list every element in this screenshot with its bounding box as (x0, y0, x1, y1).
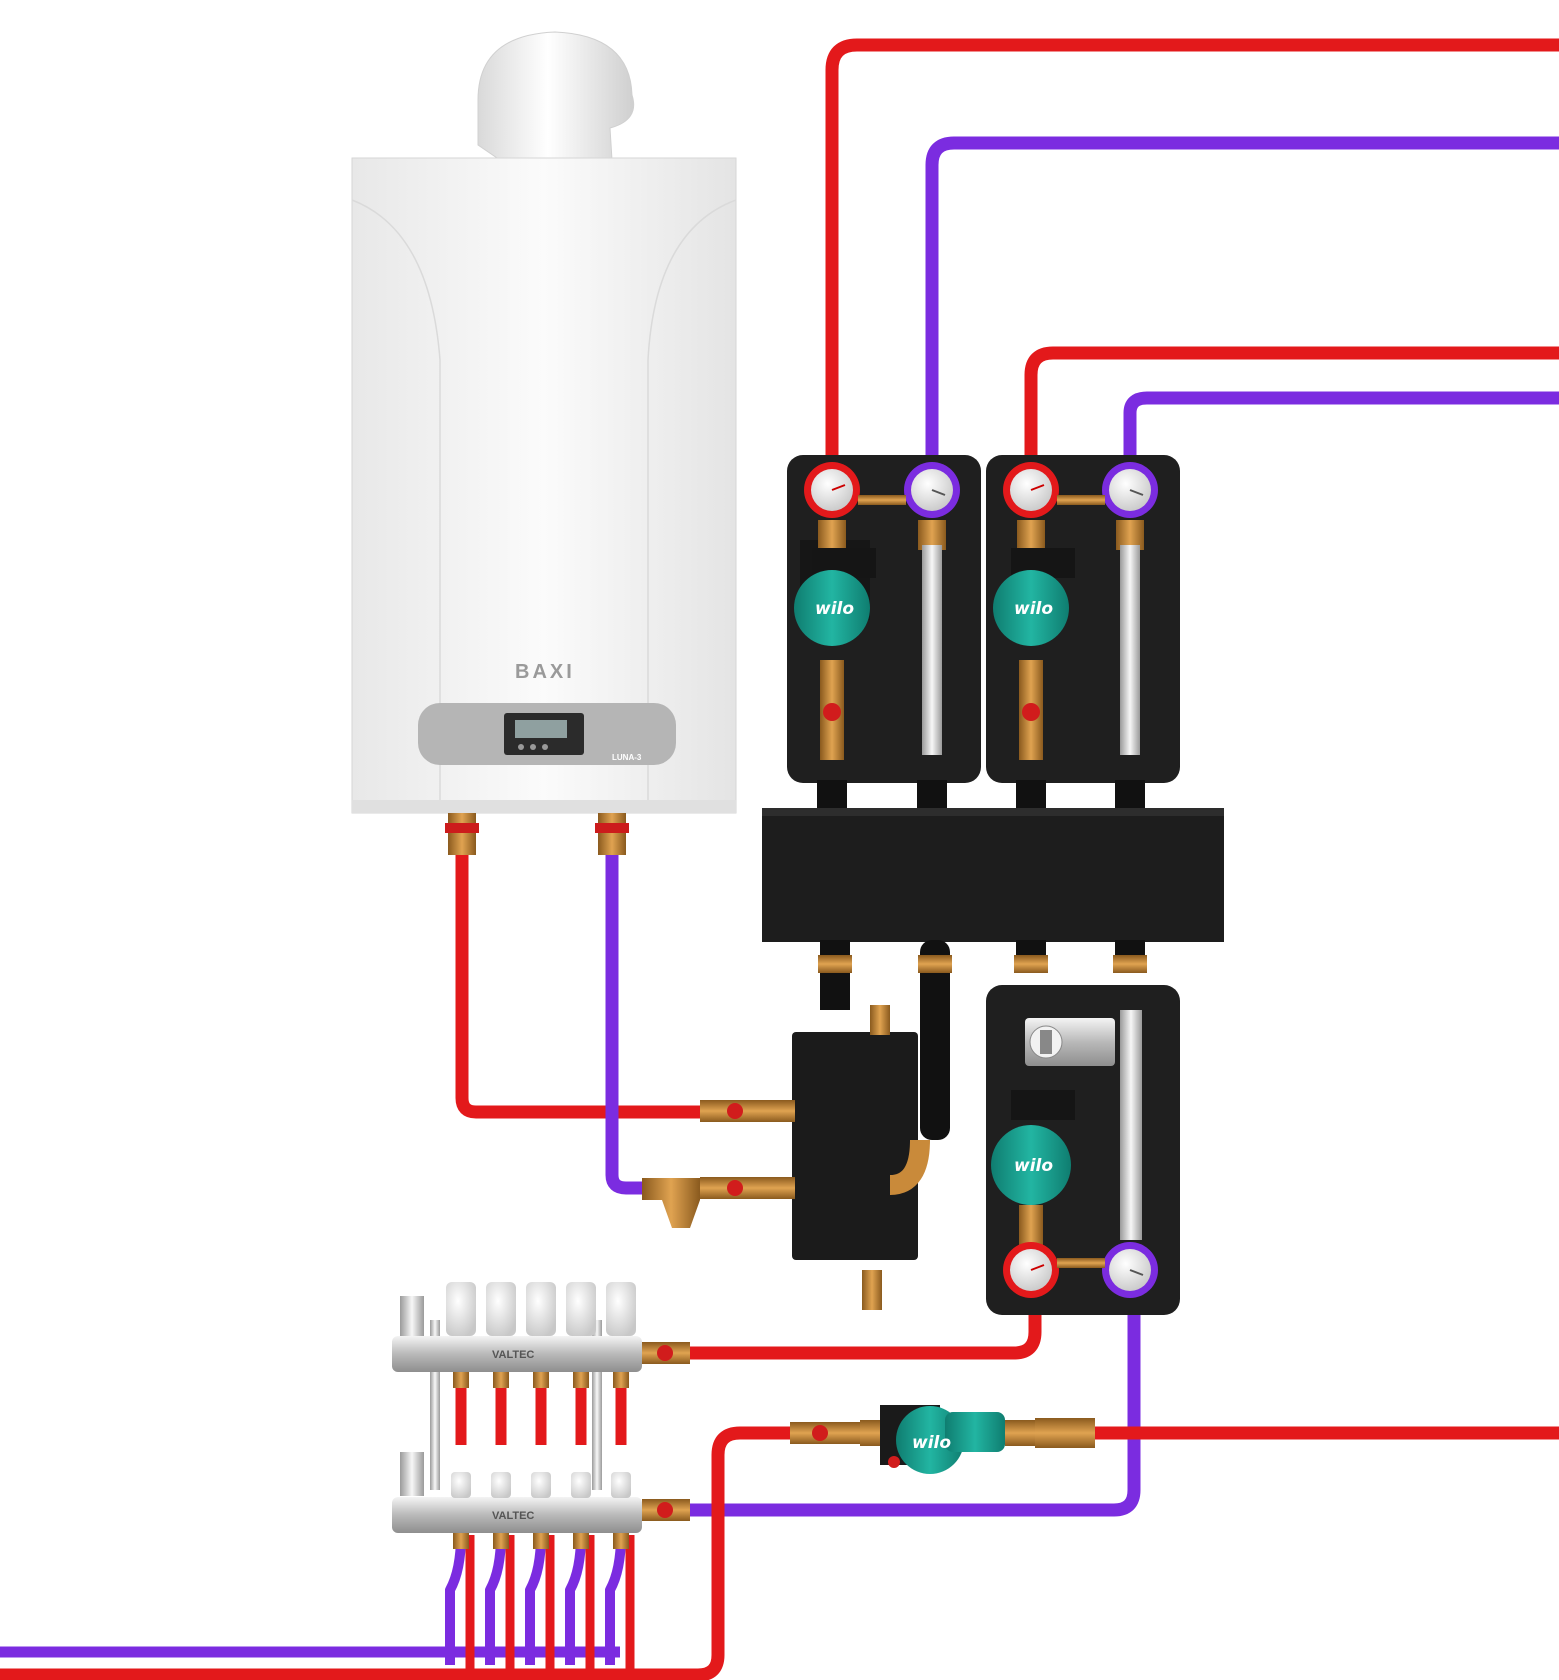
pump-group-zone1: wilo (787, 455, 981, 808)
boiler-button-2[interactable] (530, 744, 536, 750)
pump-brand-label: wilo (815, 599, 854, 619)
pressure-gauge-icon (1003, 462, 1059, 518)
boiler-supply-valve[interactable] (445, 813, 479, 855)
return-pipe-zone2 (1123, 391, 1559, 470)
boiler-return-valve[interactable] (595, 813, 629, 855)
hydraulic-separator-icon (642, 940, 952, 1310)
pump-icon: wilo (794, 548, 876, 646)
pump-brand-label: wilo (1014, 1156, 1053, 1176)
pump-icon: wilo (993, 548, 1075, 646)
manifold-return-outlets (445, 1534, 626, 1665)
ball-valve-icon[interactable] (1019, 660, 1043, 760)
pressure-gauge-icon (1102, 1242, 1158, 1298)
supply-pipe-zone1 (825, 38, 1559, 470)
pump-icon: wilo (991, 1090, 1075, 1205)
return-pipe-zone1 (925, 136, 1559, 470)
boiler-button-1[interactable] (518, 744, 524, 750)
supply-pipe-zone2 (1024, 346, 1559, 470)
manifold-return-drops-red (465, 1535, 635, 1670)
manifold-return-pipe (690, 1290, 1141, 1517)
ball-valve-icon[interactable] (820, 660, 844, 760)
manifold-supply-pipe (680, 1300, 1042, 1360)
pump-icon: wilo (880, 1405, 1005, 1474)
manifold-return-outlet-valve[interactable] (642, 1499, 690, 1521)
strainer-icon (642, 1178, 700, 1228)
boiler-return-pipe (605, 850, 670, 1195)
pressure-gauge-icon (1003, 1242, 1059, 1298)
boiler-model: LUNA-3 (612, 753, 642, 762)
boiler-supply-pipe (455, 850, 720, 1119)
manifold-brand-lower: VALTEC (492, 1510, 534, 1522)
pump-brand-label: wilo (1014, 599, 1053, 619)
boiler-button-3[interactable] (542, 744, 548, 750)
separator-supply-fittings[interactable] (700, 1100, 795, 1122)
ball-valve-icon[interactable] (790, 1422, 860, 1444)
pump-group-zone2: wilo (986, 455, 1180, 808)
boiler-brand: BAXI (515, 661, 575, 683)
mixing-valve-icon[interactable] (1025, 1018, 1115, 1066)
secondary-supply-pipe-left (0, 1426, 790, 1680)
manifold-icon: VALTEC VALTEC (392, 1282, 690, 1549)
flue-pipe (477, 31, 635, 161)
secondary-pump-line: wilo (790, 1405, 1095, 1474)
thermostatic-caps[interactable] (446, 1282, 636, 1336)
gas-boiler-icon: BAXI LUNA-3 (351, 31, 737, 855)
return-manifold-bar (392, 1497, 642, 1533)
supply-manifold-bar (392, 1336, 642, 1372)
separator-return-fittings[interactable] (700, 1177, 795, 1199)
pump-brand-label: wilo (912, 1433, 951, 1453)
pressure-gauge-icon (1102, 462, 1158, 518)
pressure-gauge-icon (904, 462, 960, 518)
manifold-brand-upper: VALTEC (492, 1349, 534, 1361)
manifold-supply-inlet-valve[interactable] (642, 1342, 690, 1364)
mixing-pump-group: wilo (986, 940, 1180, 1315)
distribution-manifold (762, 808, 1224, 942)
lower-caps[interactable] (451, 1472, 631, 1498)
pressure-gauge-icon (804, 462, 860, 518)
